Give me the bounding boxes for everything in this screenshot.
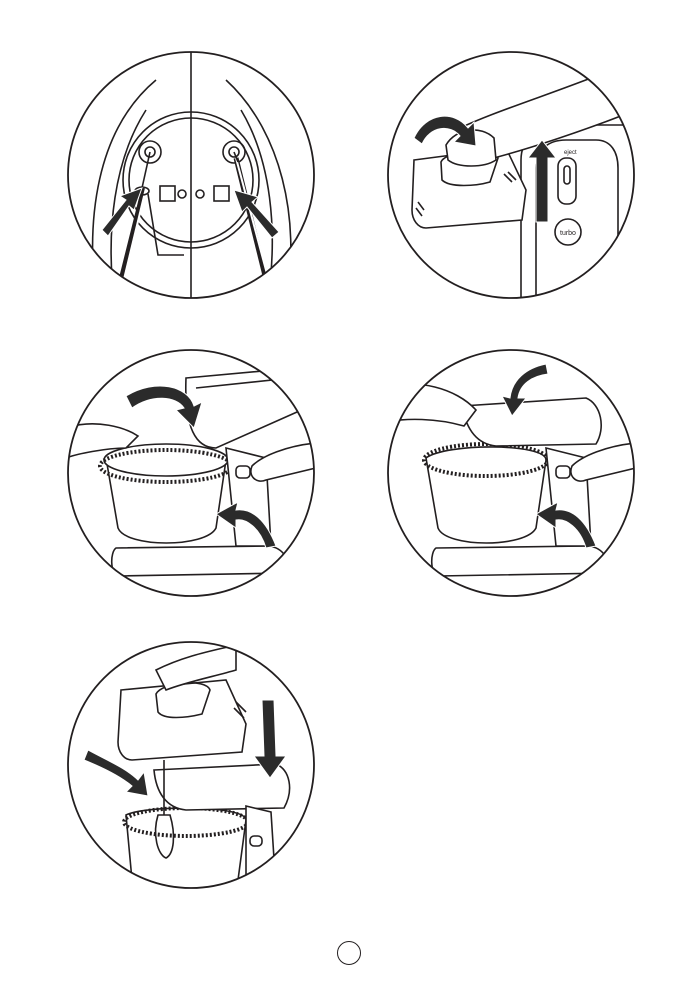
lower-mixer-head-icon xyxy=(386,348,636,598)
page-number xyxy=(337,941,361,965)
figure-cord-storage xyxy=(66,50,316,300)
figure-insert-bowl xyxy=(66,348,316,598)
figure-lower-head xyxy=(386,348,636,598)
cord-storage-base-icon xyxy=(66,50,316,300)
insert-bowl-icon xyxy=(66,348,316,598)
turbo-label: turbo xyxy=(560,230,576,237)
figure-attach-hand-mixer xyxy=(66,640,316,890)
eject-hand-mixer-icon: eject turbo xyxy=(386,50,636,300)
eject-label: eject xyxy=(564,150,577,156)
figure-eject-hand-mixer: eject turbo xyxy=(386,50,636,300)
attach-hand-mixer-icon xyxy=(66,640,316,890)
